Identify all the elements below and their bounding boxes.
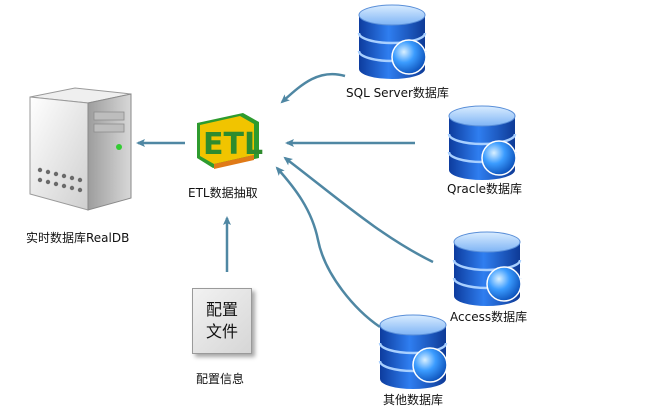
config-file-box: 配置 文件 [192,288,252,354]
oracle-label: Qracle数据库 [447,182,523,196]
config-file-line2: 文件 [205,322,238,341]
config-caption: 配置信息 [196,372,245,386]
config-file-line1: 配置 [205,300,238,319]
access-label: Access数据库 [450,310,528,324]
realdb-label: 实时数据库RealDB [26,231,130,245]
globe-icon-access [486,266,522,302]
etl-logo-text: ETL [203,127,263,162]
server-icon [29,87,132,211]
arrow-other-to-etl [275,166,381,329]
arrow-access-to-etl [283,156,434,264]
globe-icon-sqlserver [391,39,427,75]
etl-label: ETL数据抽取 [188,186,258,200]
globe-icon-oracle [481,140,517,176]
flow-arrows [136,72,434,329]
globe-icon-other [412,347,448,383]
other-db-label: 其他数据库 [383,393,444,407]
sqlserver-label: SQL Server数据库 [346,86,449,100]
etl-logo-icon: ETL [197,113,263,169]
arrow-sqlserver-to-etl [280,72,346,104]
